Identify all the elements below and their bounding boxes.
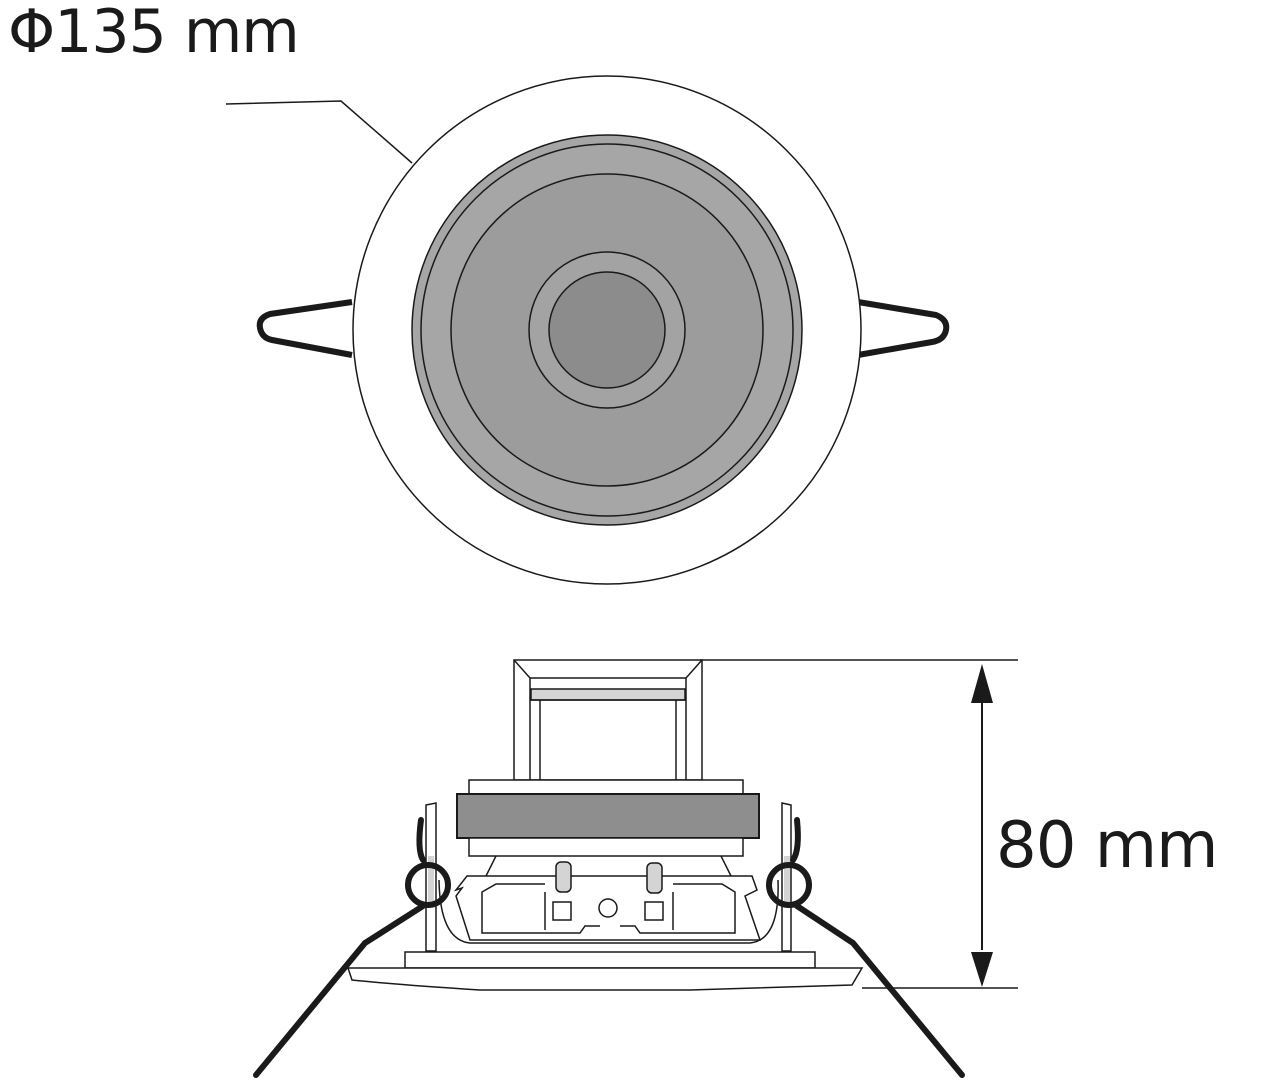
right-mounting-clip [857, 299, 950, 358]
base-ring [404, 951, 816, 969]
diameter-label: Φ135 mm [8, 0, 300, 67]
left-spring [416, 817, 426, 863]
terminal-left-tab [555, 861, 572, 893]
basket-window-right [620, 883, 736, 934]
diameter-leader-line [225, 100, 413, 164]
terminal-left-base [552, 901, 572, 921]
top-plate [468, 779, 744, 795]
bottom-plate [468, 837, 744, 857]
dust-cap [548, 271, 666, 389]
mount-hole [598, 898, 618, 918]
arrow-up-icon [971, 664, 993, 703]
height-label: 80 mm [996, 809, 1218, 883]
basket-window-left [481, 883, 600, 934]
arrow-down-icon [971, 952, 993, 987]
magnet [456, 793, 760, 839]
terminal-right-tab [646, 862, 663, 894]
terminal-right-base [644, 901, 664, 921]
bezel-flange [346, 967, 864, 991]
side-view [253, 659, 1018, 1078]
back-can-highlight-band [530, 688, 686, 701]
left-mounting-clip [256, 299, 353, 358]
spring-clips [253, 817, 965, 1078]
right-spring [790, 817, 801, 863]
back-can-outer [513, 659, 703, 781]
top-view [225, 75, 950, 585]
